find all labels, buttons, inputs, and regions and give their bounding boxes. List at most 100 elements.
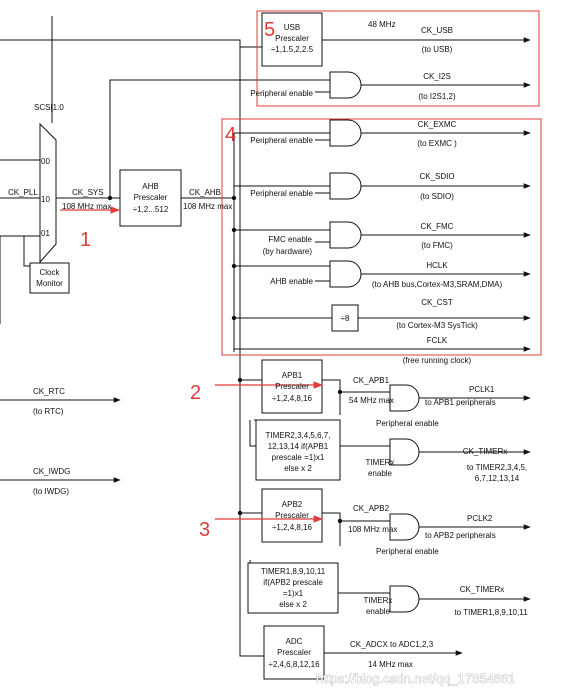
wiring xyxy=(0,16,390,657)
apb2-timer-line-1: TIMER1,8,9,10,11 xyxy=(261,567,326,576)
apb1-title: APB1 xyxy=(282,371,303,380)
ck-i2s-label: CK_I2S xyxy=(423,72,451,81)
ahb-prescaler-box xyxy=(119,169,182,227)
pclk1-label: PCLK1 xyxy=(469,385,495,394)
apb2-prescaler-box xyxy=(261,488,323,543)
system-clock-mux xyxy=(39,122,57,264)
fclk-label: FCLK xyxy=(427,336,448,345)
apb2-ck-timerx-label: CK_TIMERx xyxy=(460,585,504,594)
apb2-timer-and-gate xyxy=(389,585,420,613)
adc-prescaler-box xyxy=(263,625,325,680)
ck-sys-label: CK_SYS xyxy=(72,188,104,197)
mux-input-00: 00 xyxy=(41,157,50,166)
usb-prescaler-name: Prescaler xyxy=(275,34,309,43)
ck-adcx-label: CK_ADCX to ADC1,2,3 xyxy=(350,640,434,649)
ck-ahb-label: CK_AHB xyxy=(189,188,221,197)
callout-3: 3 xyxy=(199,519,210,541)
adc-divider: ÷2,4,6,8,12,16 xyxy=(268,660,320,669)
usb-frequency: 48 MHz xyxy=(368,20,396,29)
apb1-timer-dest-1: to TIMER2,3,4,5, xyxy=(467,463,527,472)
apb1-timer-multiplier-box xyxy=(255,419,341,481)
clock-monitor-box xyxy=(29,262,70,294)
pclk2-dest: to APB2 peripherals xyxy=(425,531,496,540)
ck-rtc-label: CK_RTC xyxy=(33,387,65,396)
apb1-timer-line-3: prescale =1)x1 xyxy=(272,453,325,462)
pclk2-label: PCLK2 xyxy=(467,514,493,523)
apb1-timer-line-1: TIMER2,3,4,5,6,7, xyxy=(266,431,331,440)
clock-monitor-label-2: Monitor xyxy=(36,279,63,288)
ck-cst-dest: (to Cortex-M3 SysTick) xyxy=(396,321,478,330)
fmc-enable-sublabel: (by hardware) xyxy=(263,247,313,256)
ck-fmc-label: CK_FMC xyxy=(421,222,454,231)
ahb-title: AHB xyxy=(142,182,158,191)
apb2-timer-line-2: if(APB2 prescale xyxy=(263,578,323,587)
apb1-prescaler-box xyxy=(261,359,323,414)
clock-monitor-label-1: Clock xyxy=(39,268,60,277)
mux-input-10: 10 xyxy=(41,195,50,204)
usb-divider: ÷1,1.5,2,2.5 xyxy=(271,45,314,54)
ck-apb1-label: CK_APB1 xyxy=(353,376,390,385)
apb2-timer-dest: to TIMER1,8,9,10,11 xyxy=(454,608,528,617)
apb2-timer-enable-2: enable xyxy=(366,607,391,616)
adc-title: ADC xyxy=(286,637,303,646)
apb2-timer-line-4: else x 2 xyxy=(279,600,307,609)
usb-prescaler-box xyxy=(261,12,323,67)
callout-2: 2 xyxy=(190,382,201,404)
ck-iwdg-label: CK_IWDG xyxy=(33,467,70,476)
fmc-and-gate xyxy=(329,221,362,249)
ck-sys-max-label: 108 MHz max xyxy=(62,202,111,211)
apb2-timer-multiplier-box xyxy=(247,562,339,614)
apb2-title: APB2 xyxy=(282,500,303,509)
ck-pll-label: CK_PLL xyxy=(8,188,38,197)
sdio-enable-label: Peripheral enable xyxy=(250,189,313,198)
apb2-timer-line-3: =1)x1 xyxy=(283,589,304,598)
ck-exmc-dest: (to EXMC ) xyxy=(417,139,457,148)
apb1-peripheral-enable: Peripheral enable xyxy=(376,419,439,428)
apb1-timer-line-4: else x 2 xyxy=(284,464,312,473)
apb1-max-label: 54 MHz max xyxy=(349,396,394,405)
hclk-and-gate xyxy=(329,260,362,288)
ck-i2s-dest: (to I2S1,2) xyxy=(418,92,456,101)
apb1-timer-dest-2: 6,7,12,13,14 xyxy=(475,474,520,483)
systick-divider-box xyxy=(331,304,359,332)
apb2-max-label: 108 MHz max xyxy=(348,525,397,534)
ck-exmc-label: CK_EXMC xyxy=(418,120,457,129)
hclk-label: HCLK xyxy=(426,261,448,270)
ck-usb-dest: (to USB) xyxy=(422,45,453,54)
ck-usb-label: CK_USB xyxy=(421,26,453,35)
adc-max-label: 14 MHz max xyxy=(368,660,413,669)
usb-title: USB xyxy=(284,23,300,32)
ck-cst-label: CK_CST xyxy=(421,298,453,307)
mux-input-01: 01 xyxy=(41,229,50,238)
pclk1-dest: to APB1 peripherals xyxy=(425,398,496,407)
fclk-dest: (free running clock) xyxy=(403,356,472,365)
apb1-timer-enable-1: TIMERx xyxy=(366,458,395,467)
apb2-divider: ÷1,2,4,8,16 xyxy=(272,523,313,532)
exmc-enable-label: Peripheral enable xyxy=(250,136,313,145)
apb1-ck-timerx-label: CK_TIMERx xyxy=(463,447,507,456)
ck-iwdg-dest: (to IWDG) xyxy=(33,487,69,496)
adc-branch-wire xyxy=(239,513,264,657)
apb1-prescaler-name: Prescaler xyxy=(275,382,309,391)
ahb-divider: ÷1,2...512 xyxy=(133,205,169,214)
apb1-timer-and-gate xyxy=(389,438,420,466)
ck-ahb-max-label: 108 MHz max xyxy=(183,202,232,211)
mux-select-label: SCS[1:0 xyxy=(34,103,64,112)
ahb-highlight-frame xyxy=(221,118,542,356)
sdio-and-gate xyxy=(329,172,362,200)
apb2-prescaler-name: Prescaler xyxy=(275,511,309,520)
adc-prescaler-name: Prescaler xyxy=(277,648,311,657)
ck-apb2-label: CK_APB2 xyxy=(353,504,390,513)
pclk2-and-gate xyxy=(389,513,420,541)
watermark-text: https://blog.csdn.net/qq_17854661 xyxy=(316,671,516,686)
i2s-enable-label: Peripheral enable xyxy=(250,89,313,98)
pclk1-and-gate xyxy=(389,384,420,412)
apb1-divider: ÷1,2,4,8,16 xyxy=(272,394,313,403)
apb2-peripheral-enable: Peripheral enable xyxy=(376,547,439,556)
callout-4: 4 xyxy=(225,124,236,146)
i2s-and-gate xyxy=(329,71,362,99)
apb2-timer-enable-1: TIMERx xyxy=(364,596,393,605)
ck-rtc-dest: (to RTC) xyxy=(33,407,64,416)
